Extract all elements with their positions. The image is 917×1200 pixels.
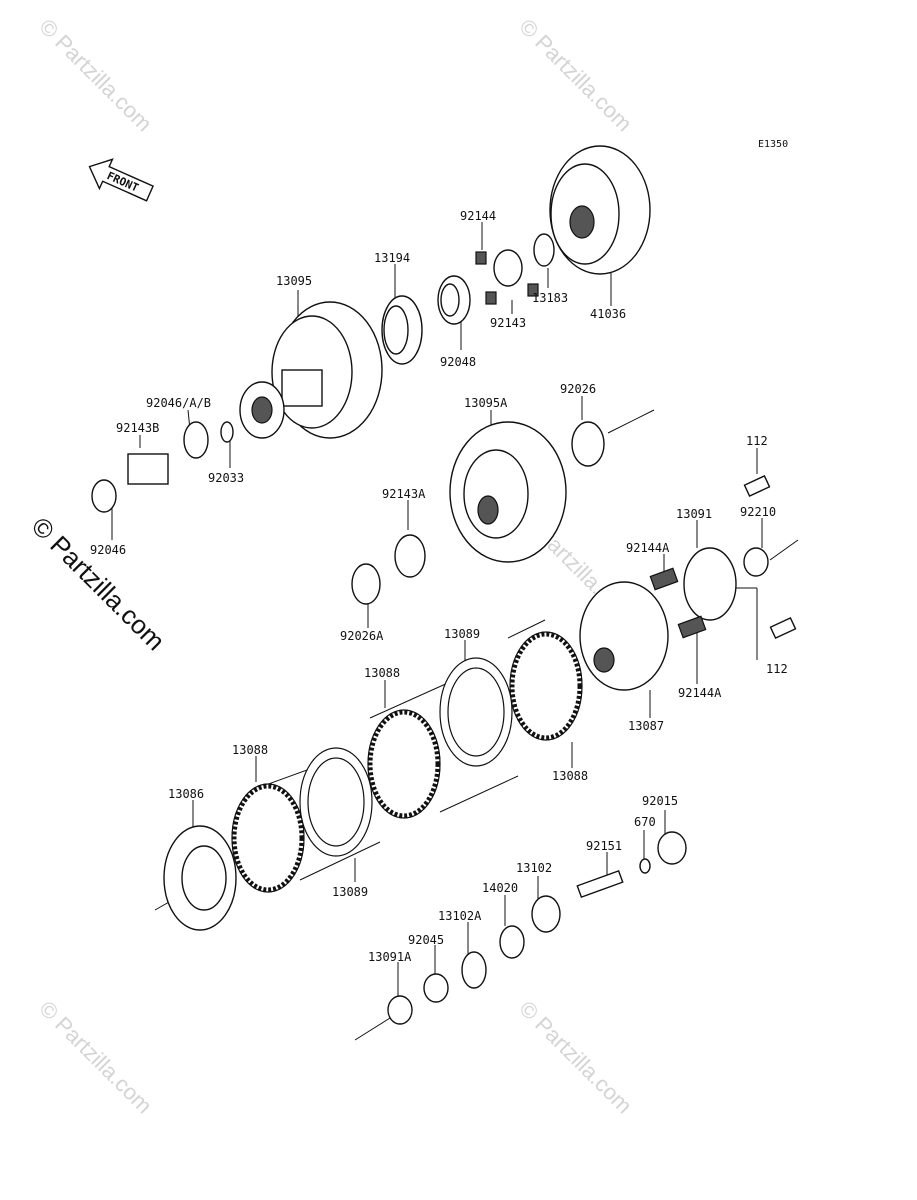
label-92143: 92143 [490,316,526,330]
front-arrow-icon [88,158,154,202]
label-670: 670 [634,815,656,829]
clutch-assembly-41036 [549,145,651,275]
pressure-plate-parts [683,474,797,640]
watermark-top-left: © Partzilla.com [34,14,157,137]
label-92144a-bottom: 92144A [678,686,722,700]
label-13088-mid: 13088 [364,666,400,680]
label-112-bottom: 112 [766,662,788,676]
label-92048: 92048 [440,355,476,369]
label-13091: 13091 [676,507,712,521]
left-small-parts [91,421,234,513]
release-mechanism [387,831,687,1025]
one-way-clutch-13194 [381,295,423,365]
label-13102: 13102 [516,861,552,875]
label-92151: 92151 [586,839,622,853]
watermark-bottom-left: © Partzilla.com [34,996,157,1119]
label-41036: 41036 [590,307,626,321]
clutch-housing-13095 [239,301,383,439]
label-13102a: 13102A [438,909,482,923]
label-92210: 92210 [740,505,776,519]
label-13088-left: 13088 [232,743,268,757]
label-92045: 92045 [408,933,444,947]
label-112-top: 112 [746,434,768,448]
spring-hub-assembly [475,233,555,305]
label-92143a: 92143A [382,487,426,501]
label-13183: 13183 [532,291,568,305]
label-92033: 92033 [208,471,244,485]
label-92015: 92015 [642,794,678,808]
label-13194: 13194 [374,251,410,265]
washer-92026a [351,563,381,605]
washer-92026 [571,421,605,467]
label-13089-top: 13089 [444,627,480,641]
pressure-plate-13086 [163,825,237,931]
gear-13095a [449,421,567,563]
collar-92048 [437,275,471,325]
label-92144: 92144 [460,209,496,223]
label-13091a: 13091A [368,950,412,964]
front-arrow: FRONT [88,158,154,202]
label-13095a: 13095A [464,396,508,410]
side-watermark: © Partzilla.com [26,511,171,656]
collar-92143a [394,534,426,578]
label-13095: 13095 [276,274,312,288]
label-13089-bottom: 13089 [332,885,368,899]
label-13088-right: 13088 [552,769,588,783]
watermark-bottom-right: © Partzilla.com [514,996,637,1119]
diagram-code: E1350 [758,139,788,150]
clutch-hub-13087 [579,581,669,691]
label-14020: 14020 [482,881,518,895]
label-13086: 13086 [168,787,204,801]
watermark-top-right: © Partzilla.com [514,14,637,137]
label-92046-a-b: 92046/A/B [146,396,211,410]
part-labels: 13095 13194 92144 13183 41036 92143 9204… [90,209,788,964]
springs-92144a [649,567,707,639]
label-92144a-top: 92144A [626,541,670,555]
clutch-plates [231,631,583,893]
label-92026a: 92026A [340,629,384,643]
label-92143b: 92143B [116,421,159,435]
label-92046: 92046 [90,543,126,557]
label-13087: 13087 [628,719,664,733]
label-92026: 92026 [560,382,596,396]
